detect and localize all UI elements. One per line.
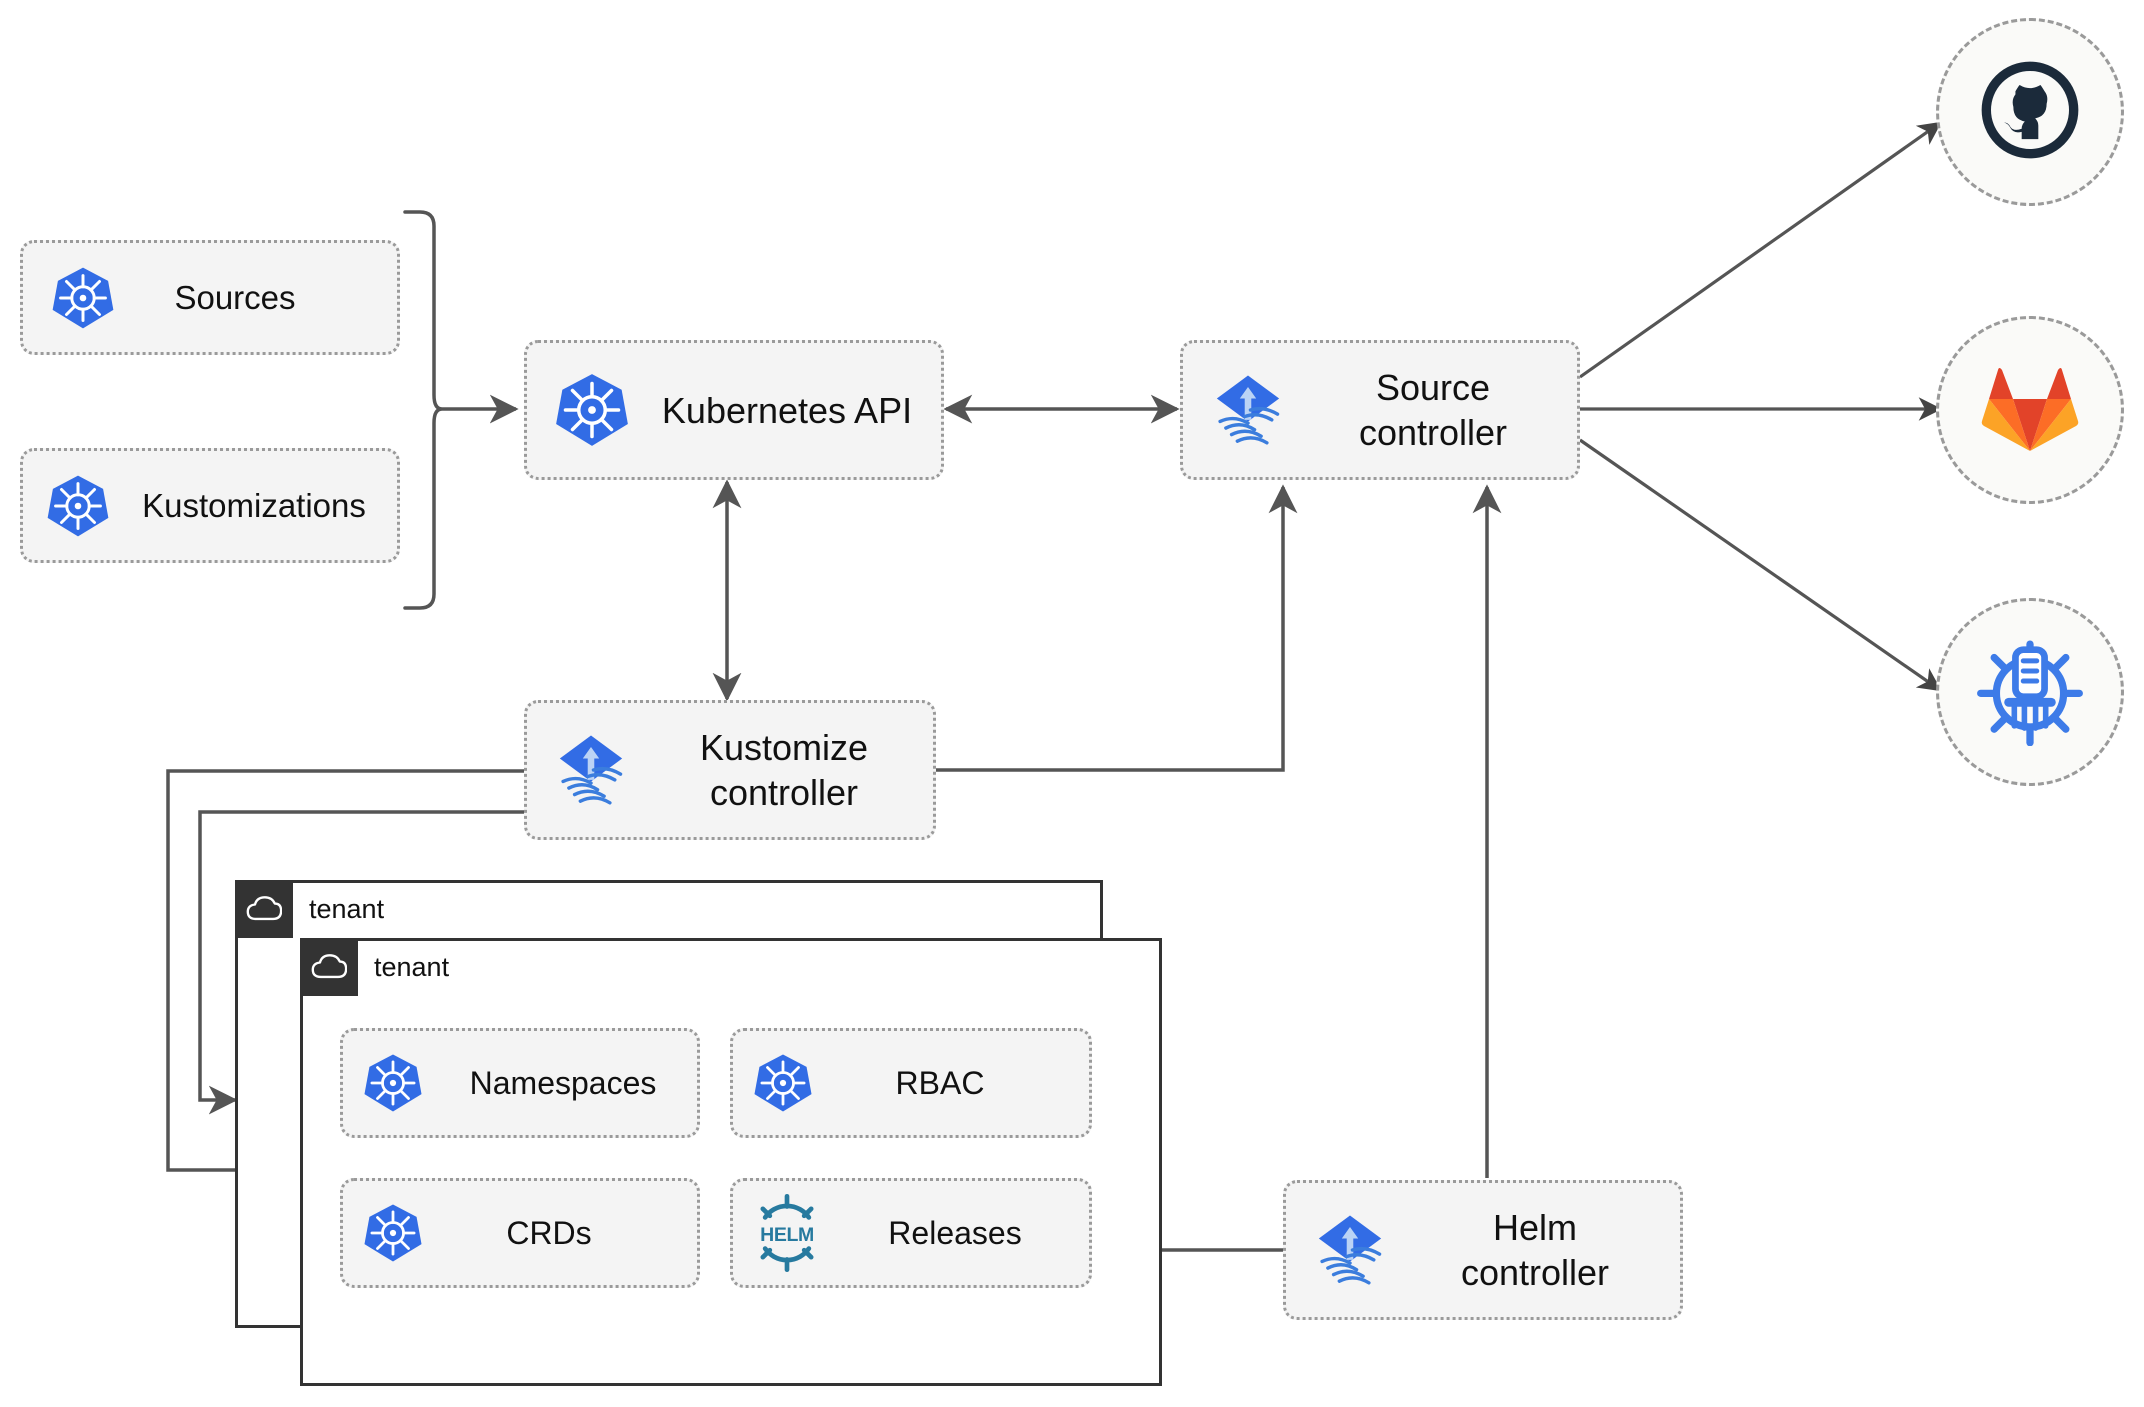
node-helm-controller-line2: controller bbox=[1460, 1252, 1610, 1293]
tenant-inner[interactable]: tenant bbox=[300, 938, 1162, 1386]
flux-icon bbox=[1183, 369, 1313, 451]
kubernetes-icon bbox=[23, 473, 133, 539]
node-rbac-label: RBAC bbox=[895, 1065, 985, 1101]
flux-icon bbox=[527, 729, 655, 811]
kubernetes-icon bbox=[527, 371, 657, 449]
node-sources-label: Sources bbox=[174, 278, 296, 316]
node-kustomize-controller[interactable]: Kustomize controller bbox=[524, 700, 936, 840]
cloud-icon bbox=[300, 938, 358, 996]
node-rbac[interactable]: RBAC bbox=[730, 1028, 1092, 1138]
node-source-controller-line2: controller bbox=[1358, 412, 1508, 453]
tenant-outer-header: tenant bbox=[235, 880, 384, 938]
kubernetes-icon bbox=[343, 1202, 443, 1264]
kubernetes-icon bbox=[343, 1052, 443, 1114]
node-kustomize-controller-line1: Kustomize bbox=[699, 727, 869, 768]
tenant-inner-name: tenant bbox=[374, 951, 450, 982]
node-github[interactable] bbox=[1936, 18, 2124, 206]
node-source-controller[interactable]: Source controller bbox=[1180, 340, 1580, 480]
edge-sourcecontroller-helmrepository bbox=[1579, 438, 1942, 692]
node-kubernetes-api[interactable]: Kubernetes API bbox=[524, 340, 944, 480]
gitlab-icon bbox=[1980, 361, 2080, 460]
helm-repository-icon bbox=[1974, 634, 2086, 751]
edge-sourcecontroller-github bbox=[1579, 121, 1942, 379]
node-kustomize-controller-label: Kustomize controller bbox=[655, 725, 933, 815]
edge-kustomizecontroller-sourcecontroller bbox=[936, 484, 1298, 772]
edge-crds-bracket bbox=[403, 210, 443, 610]
tenant-inner-header: tenant bbox=[300, 938, 449, 996]
node-namespaces[interactable]: Namespaces bbox=[340, 1028, 700, 1138]
node-kustomizations[interactable]: Kustomizations bbox=[20, 448, 400, 563]
node-helm-controller-line1: Helm bbox=[1492, 1207, 1577, 1248]
tenant-outer-name: tenant bbox=[309, 893, 385, 924]
helm-icon: HELM bbox=[733, 1194, 841, 1272]
node-kubernetes-api-label: Kubernetes API bbox=[661, 389, 913, 431]
flux-icon bbox=[1286, 1209, 1414, 1291]
node-kustomize-controller-line2: controller bbox=[709, 772, 859, 813]
node-crds[interactable]: CRDs bbox=[340, 1178, 700, 1288]
kubernetes-icon bbox=[733, 1052, 833, 1114]
node-crds-label: CRDs bbox=[506, 1215, 592, 1251]
svg-text:HELM: HELM bbox=[760, 1224, 814, 1246]
node-helm-controller[interactable]: Helm controller bbox=[1283, 1180, 1683, 1320]
node-source-controller-label: Source controller bbox=[1313, 365, 1577, 455]
kubernetes-icon bbox=[23, 265, 143, 331]
node-sources[interactable]: Sources bbox=[20, 240, 400, 355]
node-releases-label: Releases bbox=[888, 1215, 1022, 1251]
node-gitlab[interactable] bbox=[1936, 316, 2124, 504]
node-helm-repository[interactable] bbox=[1936, 598, 2124, 786]
github-icon bbox=[1978, 58, 2082, 167]
cloud-icon bbox=[235, 880, 293, 938]
node-releases[interactable]: HELM Releases bbox=[730, 1178, 1092, 1288]
node-helm-controller-label: Helm controller bbox=[1414, 1205, 1680, 1295]
node-kustomizations-label: Kustomizations bbox=[142, 486, 366, 524]
node-namespaces-label: Namespaces bbox=[469, 1065, 657, 1101]
node-source-controller-line1: Source bbox=[1375, 367, 1491, 408]
